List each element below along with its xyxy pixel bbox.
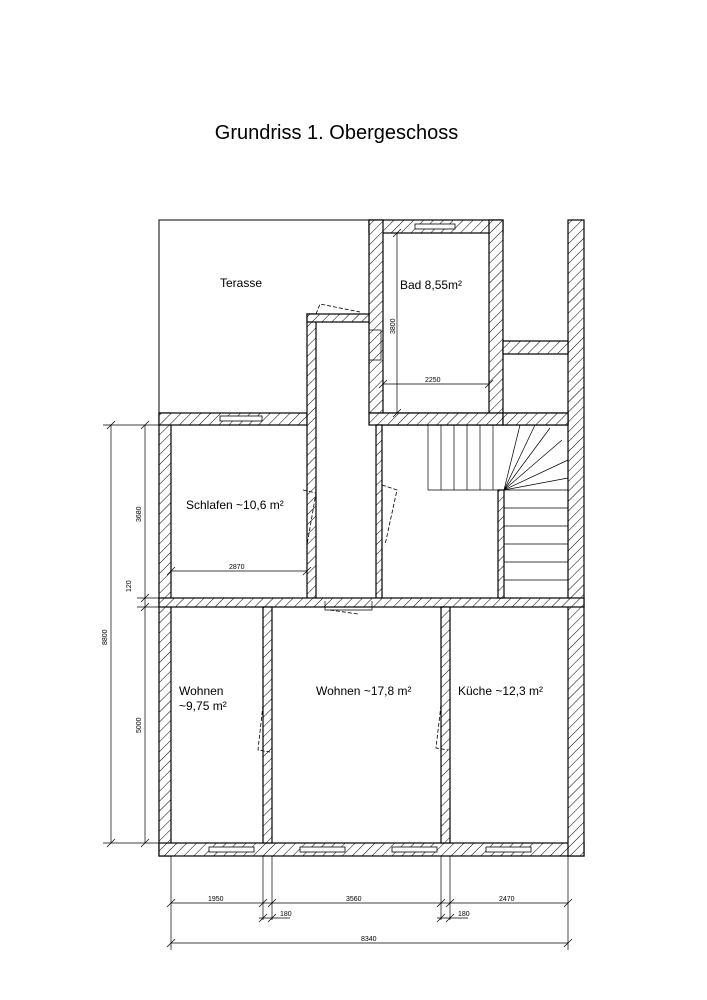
window-bottom-4 <box>485 846 532 853</box>
window-bottom-3 <box>391 846 438 853</box>
plan-title: Grundriss 1. Obergeschoss <box>0 122 707 145</box>
dim-bad-width: 2250 <box>378 377 494 389</box>
wall-inner-1 <box>262 606 273 844</box>
shaft-wall-bottom <box>502 412 569 426</box>
dim-bottom: 1950 3560 2470 180 180 8340 <box>166 856 573 950</box>
svg-text:8800: 8800 <box>102 629 109 645</box>
window-bottom-2 <box>299 846 346 853</box>
svg-text:5000: 5000 <box>136 717 143 733</box>
room-terasse: Terasse <box>220 276 262 290</box>
svg-text:3560: 3560 <box>346 896 362 903</box>
room-wohnen-large: Wohnen ~17,8 m² <box>316 684 412 698</box>
corridor-wall-top <box>306 313 370 323</box>
wall-right <box>567 219 585 857</box>
shaft-wall <box>502 340 569 355</box>
terrace-outline <box>158 219 369 413</box>
svg-text:1950: 1950 <box>208 896 224 903</box>
bath-wall-right <box>488 219 504 414</box>
svg-text:3680: 3680 <box>136 506 143 522</box>
plan-title-text: Grundriss 1. Obergeschoss <box>214 122 459 144</box>
corridor-wall-right <box>375 424 383 602</box>
bath-wall-bottom <box>368 412 504 426</box>
svg-text:3800: 3800 <box>390 318 397 334</box>
room-bad: Bad 8,55m² <box>400 278 462 292</box>
svg-text:120: 120 <box>126 580 133 592</box>
wall-left <box>158 412 172 857</box>
room-wohnen-small-line1: Wohnen <box>179 684 223 698</box>
wall-inner-2 <box>440 606 451 844</box>
window-schlafen <box>219 415 263 422</box>
svg-text:8340: 8340 <box>361 936 377 943</box>
room-schlafen: Schlafen ~10,6 m² <box>186 498 284 512</box>
staircase <box>427 424 569 581</box>
corridor-wall-left <box>306 313 317 602</box>
dim-schlafen-width: 2870 <box>166 564 312 576</box>
dim-bad-height: 3800 <box>390 228 402 418</box>
svg-text:2470: 2470 <box>499 896 515 903</box>
bath-wall-left <box>368 219 384 414</box>
room-wohnen-small-line2: ~9,75 m² <box>179 699 227 713</box>
svg-text:180: 180 <box>280 911 292 918</box>
stair-wall <box>497 489 505 599</box>
dim-left: 8800 3680 120 5000 <box>102 420 159 848</box>
wall-middle <box>158 597 585 608</box>
svg-text:2250: 2250 <box>425 377 441 384</box>
window-bath <box>414 223 456 230</box>
window-bottom-1 <box>208 846 255 853</box>
svg-text:180: 180 <box>458 911 470 918</box>
doors <box>257 303 449 753</box>
room-kueche: Küche ~12,3 m² <box>458 684 543 698</box>
svg-text:2870: 2870 <box>229 564 245 571</box>
